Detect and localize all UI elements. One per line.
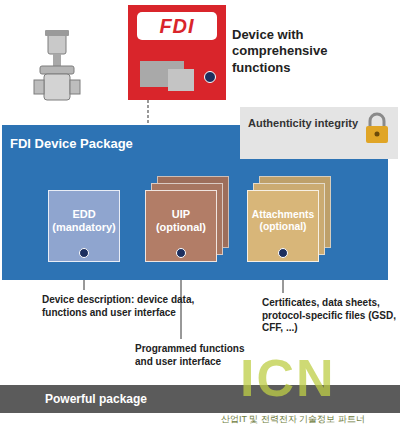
valve-device — [34, 30, 80, 100]
footer-band: Powerful package — [0, 385, 400, 413]
dashed-connector — [147, 100, 148, 125]
device-dot — [204, 71, 216, 83]
connection-dot — [176, 248, 186, 258]
connection-dot — [79, 248, 89, 258]
watermark-subtitle: 산업IT 및 전력전자 기술정보 파트너 — [221, 414, 396, 425]
device-box: FDIDevice with comprehensive functions — [128, 5, 226, 100]
lock-icon — [362, 111, 392, 145]
node-text: Authenticity integrity — [248, 116, 360, 130]
lock-body — [366, 126, 388, 143]
node-text: Powerful package — [45, 392, 147, 406]
edd-card: EDD (mandatory) — [48, 190, 120, 262]
node-text: EDD (mandatory) — [52, 208, 116, 234]
logo-patch: FDI — [137, 12, 217, 40]
watermark: ICN — [240, 352, 390, 404]
lock-hole — [375, 132, 380, 137]
package-title: FDI Device Package — [10, 136, 133, 151]
device-heading: Device with comprehensive functions — [232, 27, 367, 76]
node-text: Attachments (optional) — [251, 209, 315, 234]
uip-card: UIP (optional) — [145, 190, 217, 262]
device-display — [168, 69, 194, 91]
node-text: UIP (optional) — [149, 208, 213, 234]
lock-shackle — [370, 114, 384, 127]
description-note: Device description: device data, functio… — [42, 294, 242, 319]
attachments-card: Attachments (optional) — [247, 190, 319, 262]
logo-text: FDI — [159, 15, 194, 38]
connection-dot — [278, 248, 288, 258]
description-note: Certificates, data sheets, protocol-spec… — [262, 297, 397, 335]
security-box: Authenticity integrity — [240, 107, 398, 159]
